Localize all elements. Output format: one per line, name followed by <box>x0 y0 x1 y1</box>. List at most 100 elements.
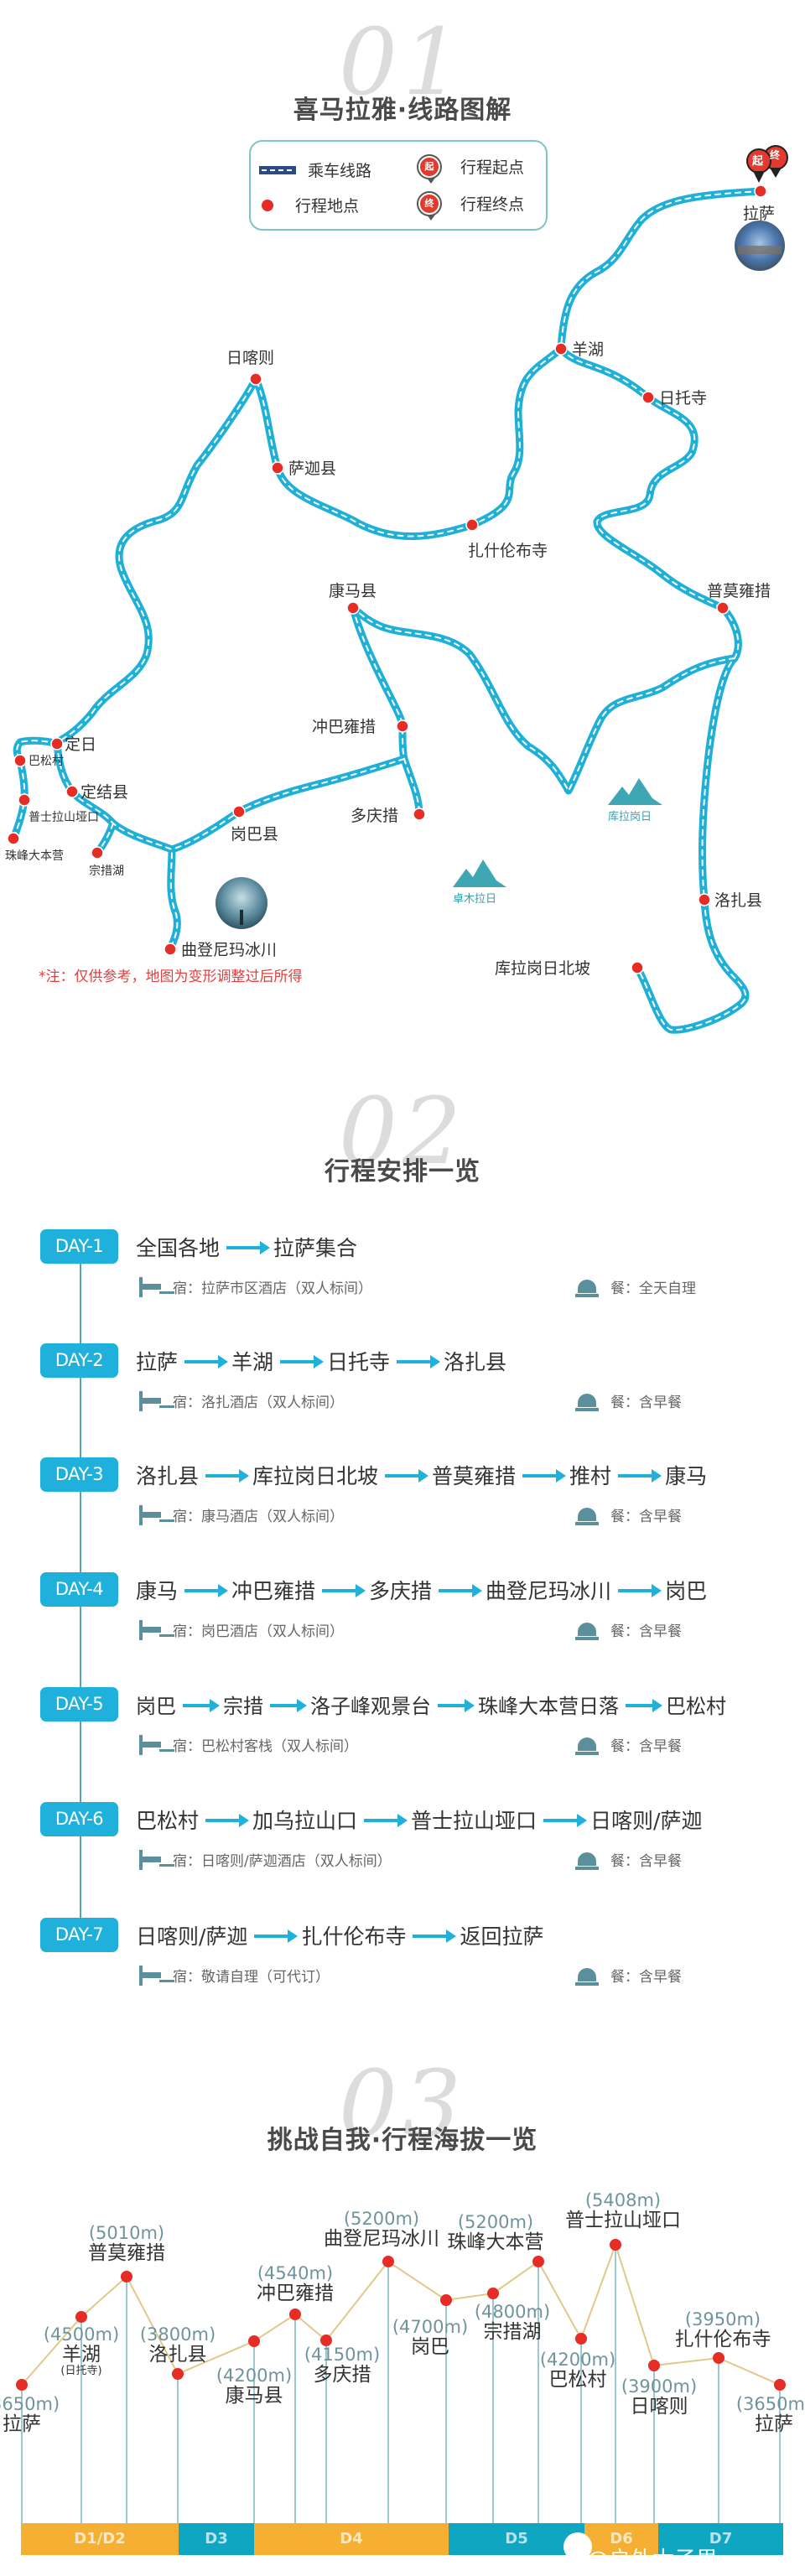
route-stop: 巴松村 <box>666 1695 726 1718</box>
map-label-zongcuohu: 宗措湖 <box>89 865 124 878</box>
arrow-right-icon <box>205 1814 250 1827</box>
watermark-logo-icon <box>564 2532 592 2561</box>
map-label-lhozhag: 洛扎县 <box>714 891 763 910</box>
day-route: 拉萨 羊湖 日托寺 洛扎县 <box>136 1346 506 1376</box>
day-meta: 宿：巴松村客栈（双人标间） 餐：含早餐 <box>139 1734 682 1755</box>
bed-icon <box>139 1504 161 1525</box>
meal-info: 餐：含早餐 <box>575 1504 682 1526</box>
alt-value: (4540m) <box>257 2263 334 2283</box>
route-stop: 洛扎县 <box>136 1464 200 1488</box>
route-stop: 冲巴雍措 <box>231 1579 316 1603</box>
route-stop: 日托寺 <box>327 1350 391 1374</box>
lodging-text: 宿：岗巴酒店（双人标间） <box>173 1623 344 1640</box>
meal-info: 餐：全天自理 <box>575 1276 696 1298</box>
alt-value: (5200m) <box>343 2209 420 2229</box>
route-stop: 曲登尼玛冰川 <box>486 1579 612 1603</box>
alt-value: (4800m) <box>474 2302 551 2322</box>
route-stop: 巴松村 <box>136 1809 200 1833</box>
alt-subname: (日托寺) <box>60 2365 102 2378</box>
route-stop: 康马 <box>136 1579 179 1603</box>
meal-text: 餐：全天自理 <box>610 1280 696 1297</box>
day-badge: DAY-1 <box>40 1229 118 1264</box>
meal-text: 餐：含早餐 <box>610 1853 682 1870</box>
map-label-dingri: 定日 <box>65 735 97 754</box>
map-label-shigatse: 日喀则 <box>226 349 275 367</box>
bed-icon <box>139 1390 161 1411</box>
day-route: 洛扎县 库拉岗日北坡 普莫雍措 推村 康马 <box>136 1460 707 1490</box>
altitude-line <box>21 2241 781 2386</box>
route-stop: 康马 <box>665 1464 708 1488</box>
route-stop: 羊湖 <box>231 1350 274 1374</box>
day-band-d3: D3 <box>179 2523 254 2555</box>
day-route: 岗巴 宗措 洛子峰观景台 珠峰大本营日落 巴松村 <box>136 1690 726 1719</box>
meal-cloche-icon <box>575 1849 599 1871</box>
alt-name: 冲巴雍措 <box>257 2283 334 2305</box>
day-row-4: DAY-4 康马 冲巴雍措 多庆措 曲登尼玛冰川 岗巴 宿：岗巴酒店（双人标间）… <box>0 1572 805 1656</box>
map-label-rituo: 日托寺 <box>659 389 708 408</box>
arrow-right-icon <box>439 1584 483 1597</box>
stop-dot-icon <box>262 199 273 211</box>
map-label-pushila: 普士拉山垭口 <box>29 811 99 824</box>
lodging-text: 宿：敬请自理（可代订） <box>173 1969 330 1986</box>
start-pin-icon: 起 <box>418 155 440 184</box>
route-stop: 推村 <box>569 1464 612 1488</box>
map-label-tashilhunpo: 扎什伦布寺 <box>468 542 548 560</box>
alt-name: 曲登尼玛冰川 <box>324 2228 439 2251</box>
route-stop: 扎什伦布寺 <box>301 1924 407 1949</box>
alt-name: 羊湖 <box>61 2344 101 2366</box>
glacier-photo <box>216 877 267 929</box>
alt-value: (4200m) <box>539 2350 616 2370</box>
section-number-03: 03 <box>339 2050 466 2158</box>
alt-name: 康马县 <box>225 2385 283 2407</box>
route-stop: 普士拉山垭口 <box>411 1809 538 1833</box>
alt-label-basongcun: (4200m) 巴松村 <box>540 2350 615 2391</box>
route-stop: 珠峰大本营日落 <box>478 1695 619 1718</box>
bed-icon <box>139 1619 161 1640</box>
alt-name: 普莫雍措 <box>88 2242 165 2265</box>
lodging-text: 宿：康马酒店（双人标间） <box>173 1509 344 1525</box>
route-stop: 拉萨 <box>136 1350 179 1374</box>
alt-value: (4500m) <box>43 2324 120 2345</box>
section-number-01: 01 <box>339 8 466 116</box>
alt-label-kangma: (4200m) 康马县 <box>216 2366 292 2407</box>
route-roads <box>9 187 765 1034</box>
route-stop: 洛子峰观景台 <box>310 1695 431 1718</box>
meal-cloche-icon <box>575 1390 599 1412</box>
route-stop: 加乌拉山口 <box>252 1809 358 1833</box>
meal-info: 餐：含早餐 <box>575 1965 682 1987</box>
alt-label-lhozhag: (3800m) 洛扎县 <box>140 2324 216 2366</box>
day-row-7: DAY-7 日喀则/萨迦 扎什伦布寺 返回拉萨 宿：敬请自理（可代订） 餐：含早… <box>0 1918 805 2002</box>
section-number-02: 02 <box>339 1078 466 1185</box>
legend-end-label: 行程终点 <box>460 195 525 214</box>
map-label-qudeng: 曲登尼玛冰川 <box>181 941 278 959</box>
day-badge: DAY-7 <box>40 1918 118 1952</box>
meal-text: 餐：含早餐 <box>610 1623 682 1640</box>
map-label-lhasa: 拉萨 <box>743 205 776 223</box>
alt-value: (4700m) <box>392 2317 469 2337</box>
alt-label-lhasa-end: (3650m) 拉萨 <box>736 2394 805 2435</box>
day-route: 日喀则/萨迦 扎什伦布寺 返回拉萨 <box>136 1920 543 1950</box>
day-row-5: DAY-5 岗巴 宗措 洛子峰观景台 珠峰大本营日落 巴松村 宿：巴松村客栈（双… <box>0 1687 805 1771</box>
legend-road: 乘车线路 <box>259 158 371 181</box>
mountain-label-kulagangri: 库拉岗日 <box>608 811 652 823</box>
day-meta: 宿：岗巴酒店（双人标间） 餐：含早餐 <box>139 1619 682 1640</box>
arrow-right-icon <box>438 1698 475 1712</box>
legend-start: 起 行程起点 <box>418 155 524 184</box>
day-row-2: DAY-2 拉萨 羊湖 日托寺 洛扎县 宿：洛扎酒店（双人标间） 餐：含早餐 <box>0 1343 805 1427</box>
alt-name: 扎什伦布寺 <box>674 2329 771 2351</box>
route-stop: 日喀则/萨迦 <box>136 1924 248 1949</box>
watermark-text: @户外太子男 <box>587 2547 719 2573</box>
meal-cloche-icon <box>575 1965 599 1987</box>
day-badge: DAY-6 <box>40 1802 118 1836</box>
map-label-yanghu: 羊湖 <box>572 340 605 359</box>
arrow-right-icon <box>522 1469 567 1483</box>
alt-label-duoqingcuo: (4150m) 多庆措 <box>304 2345 380 2386</box>
route-stop: 返回拉萨 <box>460 1924 544 1949</box>
alt-name: 巴松村 <box>548 2369 607 2392</box>
mountain-label-zhuomulari: 卓木拉日 <box>453 893 497 906</box>
mountain-icon-kulagangri <box>608 778 662 805</box>
alt-name: 日喀则 <box>630 2396 688 2418</box>
drop-lines <box>21 2245 781 2523</box>
route-stop: 全国各地 <box>136 1236 221 1260</box>
start-end-pins <box>746 145 788 183</box>
